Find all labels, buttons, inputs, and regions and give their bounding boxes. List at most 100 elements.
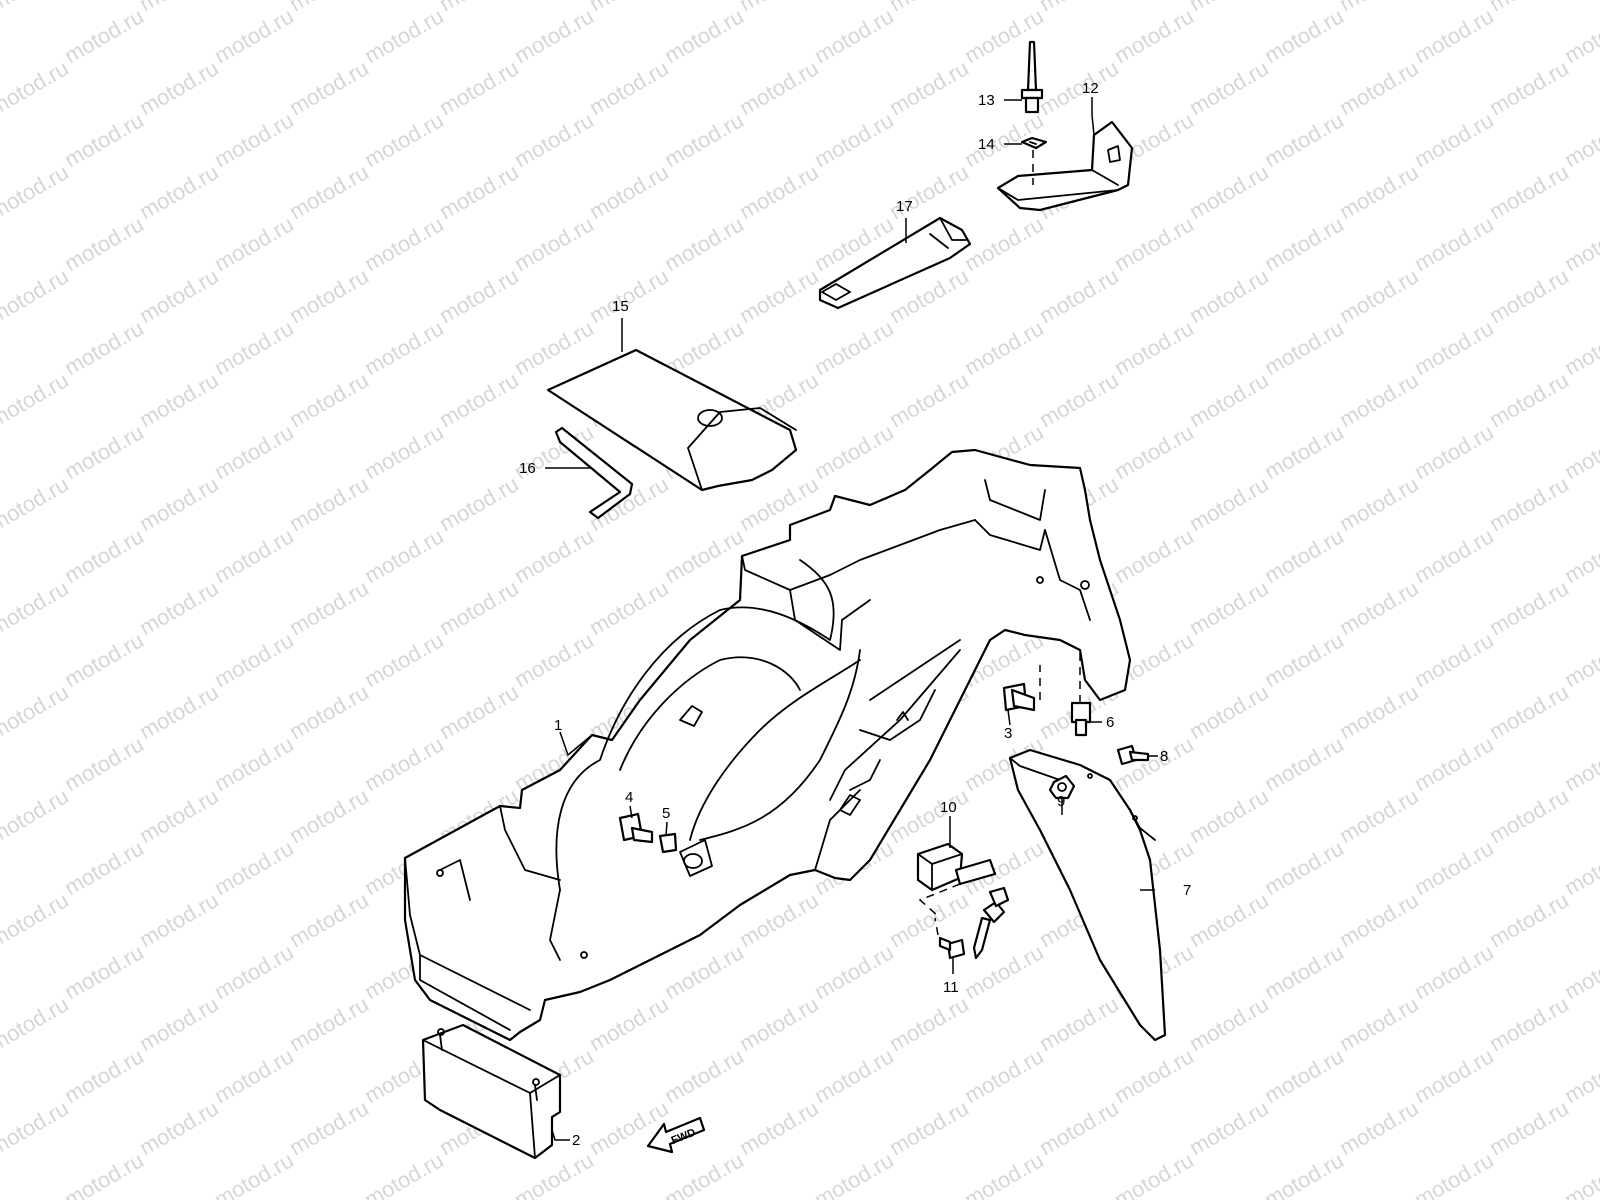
watermark-text: motod.ru bbox=[1335, 159, 1423, 224]
watermark-text: motod.ru bbox=[285, 159, 373, 224]
watermark-text: motod.ru bbox=[1410, 1147, 1498, 1200]
part-number-1[interactable]: 1 bbox=[554, 717, 562, 734]
watermark-text: motod.ru bbox=[1410, 731, 1498, 796]
watermark-text: motod.ru bbox=[810, 419, 898, 484]
part-number-16[interactable]: 16 bbox=[519, 460, 536, 477]
part-6-bolt[interactable] bbox=[1070, 650, 1092, 737]
watermark-text: motod.ru bbox=[210, 523, 298, 588]
part-number-3[interactable]: 3 bbox=[1004, 725, 1012, 742]
watermark-text: motod.ru bbox=[60, 939, 148, 1004]
watermark-text: motod.ru bbox=[1410, 107, 1498, 172]
watermark-text: motod.ru bbox=[510, 1147, 598, 1200]
watermark-text: motod.ru bbox=[735, 263, 823, 328]
watermark-text: motod.ru bbox=[210, 3, 298, 68]
part-number-7[interactable]: 7 bbox=[1183, 882, 1191, 899]
watermark-text: motod.ru bbox=[735, 159, 823, 224]
watermark-text: motod.ru bbox=[510, 107, 598, 172]
watermark-text: motod.ru bbox=[135, 1095, 223, 1160]
part-12-bracket[interactable] bbox=[996, 120, 1134, 212]
watermark-text: motod.ru bbox=[1260, 627, 1348, 692]
part-7-side-flap[interactable] bbox=[1008, 748, 1167, 1042]
part-17-strap[interactable] bbox=[818, 216, 972, 310]
watermark-text: motod.ru bbox=[1110, 211, 1198, 276]
watermark-text: motod.ru bbox=[510, 627, 598, 692]
watermark-text: motod.ru bbox=[1485, 367, 1573, 432]
watermark-text: motod.ru bbox=[0, 783, 73, 848]
part-14-washer[interactable] bbox=[1020, 136, 1048, 150]
watermark-text: motod.ru bbox=[585, 263, 673, 328]
part-5-nut[interactable] bbox=[658, 832, 678, 854]
watermark-text: motod.ru bbox=[210, 939, 298, 1004]
part-number-13[interactable]: 13 bbox=[978, 92, 995, 109]
part-number-8[interactable]: 8 bbox=[1160, 748, 1168, 765]
part-number-15[interactable]: 15 bbox=[612, 298, 629, 315]
watermark-text: motod.ru bbox=[1260, 939, 1348, 1004]
part-number-10[interactable]: 10 bbox=[940, 799, 957, 816]
watermark-text: motod.ru bbox=[1410, 211, 1498, 276]
part-8-bolt[interactable] bbox=[1116, 744, 1150, 766]
part-2-plate[interactable] bbox=[421, 1023, 562, 1160]
watermark-text: motod.ru bbox=[1485, 55, 1573, 120]
watermark-text: motod.ru bbox=[1560, 835, 1600, 900]
watermark-text: motod.ru bbox=[1185, 159, 1273, 224]
watermark-text: motod.ru bbox=[1410, 1043, 1498, 1108]
watermark-text: motod.ru bbox=[510, 3, 598, 68]
watermark-text: motod.ru bbox=[510, 315, 598, 380]
part-11-screw[interactable] bbox=[934, 917, 966, 960]
watermark-text: motod.ru bbox=[1560, 523, 1600, 588]
watermark-text: motod.ru bbox=[1185, 55, 1273, 120]
watermark-text: motod.ru bbox=[1485, 887, 1573, 952]
watermark-text: motod.ru bbox=[285, 575, 373, 640]
watermark-text: motod.ru bbox=[1335, 367, 1423, 432]
watermark-text: motod.ru bbox=[135, 471, 223, 536]
watermark-text: motod.ru bbox=[585, 991, 673, 1056]
part-1-rear-fender[interactable] bbox=[403, 448, 1132, 1042]
watermark-text: motod.ru bbox=[1335, 471, 1423, 536]
watermark-text: motod.ru bbox=[510, 211, 598, 276]
watermark-text: motod.ru bbox=[360, 1147, 448, 1200]
watermark-text: motod.ru bbox=[660, 1147, 748, 1200]
watermark-text: motod.ru bbox=[1035, 1095, 1123, 1160]
part-9-nut[interactable] bbox=[1048, 774, 1076, 800]
watermark-text: motod.ru bbox=[1485, 783, 1573, 848]
watermark-text: motod.ru bbox=[1410, 523, 1498, 588]
watermark-text: motod.ru bbox=[1335, 575, 1423, 640]
part-number-17[interactable]: 17 bbox=[896, 198, 913, 215]
watermark-text: motod.ru bbox=[1560, 627, 1600, 692]
watermark-text: motod.ru bbox=[1185, 575, 1273, 640]
part-10-seat-lock[interactable] bbox=[916, 842, 1010, 960]
watermark-text: motod.ru bbox=[1560, 419, 1600, 484]
part-number-4[interactable]: 4 bbox=[625, 789, 633, 806]
part-number-12[interactable]: 12 bbox=[1082, 80, 1099, 97]
part-number-11[interactable]: 11 bbox=[943, 979, 959, 996]
part-13-pin[interactable] bbox=[1020, 40, 1044, 114]
part-number-14[interactable]: 14 bbox=[978, 136, 995, 153]
watermark-text: motod.ru bbox=[1260, 211, 1348, 276]
watermark-text: motod.ru bbox=[60, 1147, 148, 1200]
watermark-text: motod.ru bbox=[60, 835, 148, 900]
watermark-text: motod.ru bbox=[1560, 1043, 1600, 1108]
watermark-text: motod.ru bbox=[285, 783, 373, 848]
watermark-text: motod.ru bbox=[135, 991, 223, 1056]
watermark-text: motod.ru bbox=[360, 315, 448, 380]
watermark-text: motod.ru bbox=[885, 991, 973, 1056]
watermark-text: motod.ru bbox=[1110, 1043, 1198, 1108]
part-number-5[interactable]: 5 bbox=[662, 805, 670, 822]
leader-lines bbox=[545, 97, 1158, 1141]
watermark-text: motod.ru bbox=[360, 523, 448, 588]
part-number-9[interactable]: 9 bbox=[1057, 793, 1065, 810]
watermark-text: motod.ru bbox=[210, 627, 298, 692]
watermark-text: motod.ru bbox=[1185, 0, 1273, 16]
part-16-rod[interactable] bbox=[554, 426, 634, 520]
watermark-text: motod.ru bbox=[1560, 939, 1600, 1004]
watermark-text: motod.ru bbox=[285, 367, 373, 432]
part-15-tool-cover[interactable] bbox=[546, 348, 798, 492]
watermark-text: motod.ru bbox=[285, 679, 373, 744]
part-number-6[interactable]: 6 bbox=[1106, 714, 1114, 731]
part-3-bolt[interactable] bbox=[1002, 665, 1041, 712]
watermark-text: motod.ru bbox=[60, 107, 148, 172]
watermark-text: motod.ru bbox=[135, 783, 223, 848]
part-number-2[interactable]: 2 bbox=[572, 1132, 580, 1149]
watermark-text: motod.ru bbox=[210, 315, 298, 380]
